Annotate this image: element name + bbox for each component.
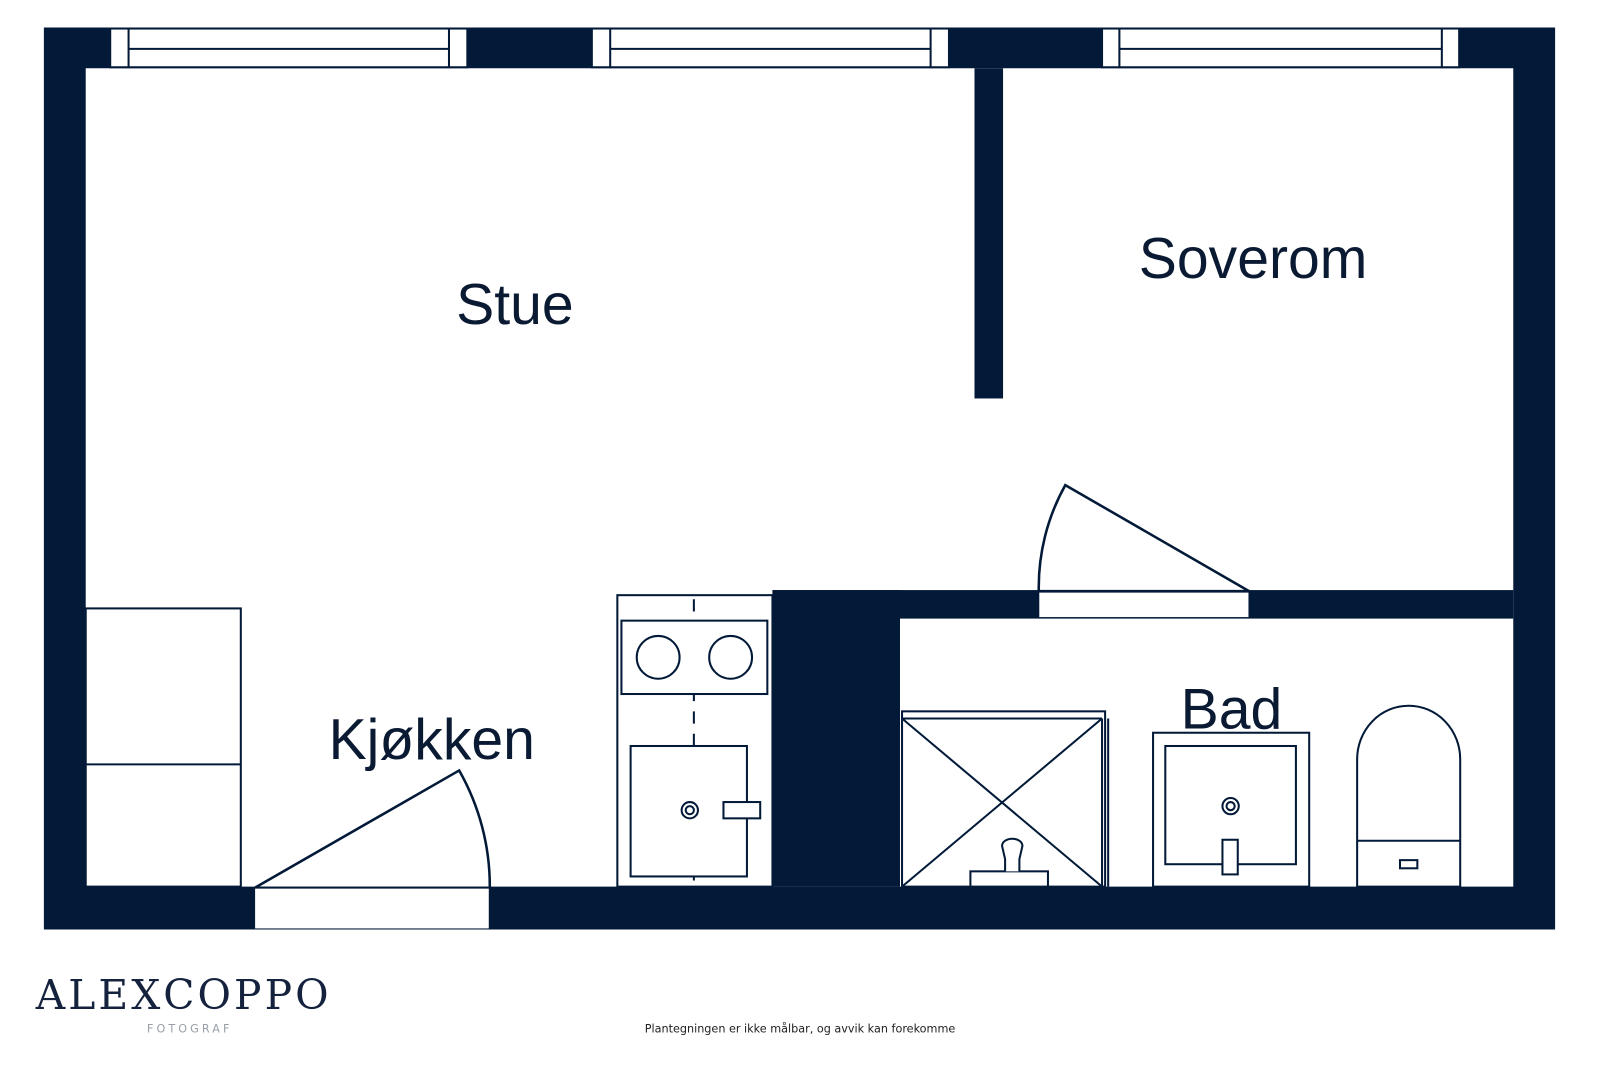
toilet-icon <box>1356 704 1462 888</box>
room-label-stue: Stue <box>456 273 574 337</box>
washbasin-icon <box>1152 731 1311 888</box>
fridge-icon <box>84 607 242 888</box>
bathroom-door <box>1037 483 1254 619</box>
room-label-bad: Bad <box>1181 678 1283 742</box>
window-1 <box>109 27 469 69</box>
entrance-door <box>254 768 492 929</box>
disclaimer-text: Plantegningen er ikke målbar, og avvik k… <box>645 1022 956 1035</box>
stove-icon <box>620 619 769 696</box>
logo-subtitle: FOTOGRAF <box>147 1022 233 1035</box>
window-2 <box>590 27 950 69</box>
walls <box>43 27 1556 930</box>
kitchen-fixtures <box>84 594 774 888</box>
logo: ALEX COPPO FOTOGRAF <box>35 971 331 1035</box>
logo-name-left: ALEX <box>35 971 164 1019</box>
shower-icon <box>901 710 1110 888</box>
windows <box>109 27 1461 69</box>
kitchen-sink-icon <box>629 744 762 878</box>
window-3 <box>1101 27 1461 69</box>
bathroom-fixtures <box>901 704 1462 888</box>
logo-name-right: COPPO <box>163 971 331 1019</box>
room-label-soverom: Soverom <box>1139 227 1368 291</box>
room-label-kjokken: Kjøkken <box>329 708 535 772</box>
doors <box>254 483 1254 929</box>
